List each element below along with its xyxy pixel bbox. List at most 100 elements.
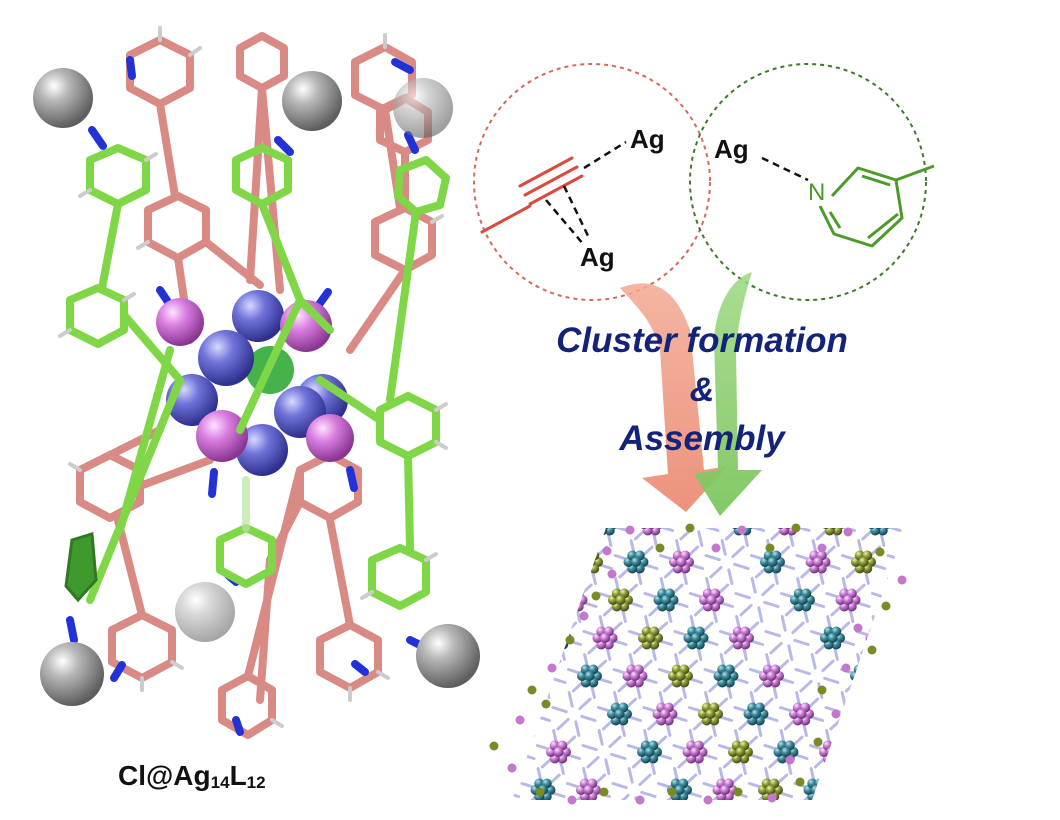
lattice-cluster bbox=[760, 550, 785, 574]
lattice-edge-atom bbox=[547, 663, 557, 673]
lattice-ligand-shell bbox=[825, 807, 867, 820]
lattice-cluster bbox=[849, 778, 874, 800]
ag-label-alkyne-top: Ag bbox=[630, 124, 665, 154]
lattice-ligand-shell bbox=[551, 691, 597, 737]
lattice-cluster bbox=[895, 664, 905, 688]
lattice-ligand-shell bbox=[552, 807, 594, 820]
lattice-cluster bbox=[850, 664, 875, 688]
lattice-edge-atom bbox=[875, 547, 885, 557]
lattice-cluster bbox=[638, 626, 663, 650]
pyridine-ag-contact bbox=[761, 156, 809, 182]
formula-prefix: Cl@Ag bbox=[118, 760, 211, 791]
lattice-ligand-shell bbox=[734, 577, 780, 623]
lattice-cluster bbox=[699, 588, 724, 612]
lattice-cluster bbox=[546, 740, 571, 764]
lattice-cluster bbox=[789, 702, 814, 726]
lattice-edge-atom bbox=[489, 741, 499, 751]
lattice-edge-atom bbox=[567, 795, 577, 805]
lattice-ligand-shell bbox=[536, 615, 583, 661]
lattice-cluster bbox=[562, 588, 588, 612]
lattice-edge-atom bbox=[655, 543, 665, 553]
lattice-edge-atom bbox=[599, 787, 609, 797]
lattice-cluster bbox=[729, 626, 754, 650]
lattice-cluster bbox=[682, 740, 708, 764]
lattice-edge-atom bbox=[685, 523, 695, 533]
lattice-edge-atom bbox=[602, 546, 612, 556]
lattice-ligand-shell bbox=[855, 615, 901, 661]
lattice-cluster bbox=[912, 513, 937, 536]
lattice-ligand-shell bbox=[793, 767, 839, 800]
lattice-ligand-shell bbox=[688, 807, 730, 820]
lattice-cluster bbox=[775, 528, 801, 536]
lattice-ligand-shell bbox=[764, 615, 810, 661]
lattice-ligand-shell bbox=[815, 528, 857, 547]
formula-ligand: L bbox=[229, 760, 247, 791]
green-arrow bbox=[694, 272, 762, 516]
lattice-ligand-shell bbox=[885, 653, 905, 693]
ag-label-pyridine: Ag bbox=[714, 134, 749, 164]
lattice-cluster bbox=[622, 664, 648, 688]
lattice-cluster bbox=[713, 664, 739, 688]
lattice-edge-atom bbox=[795, 777, 805, 787]
lattice-cluster bbox=[470, 817, 495, 820]
green-ring-lower-left bbox=[64, 532, 98, 603]
process-arrows bbox=[620, 272, 762, 516]
lattice-cluster bbox=[561, 817, 586, 820]
lattice-ligand-shell bbox=[734, 807, 776, 820]
lattice-ligand-shell bbox=[861, 528, 902, 547]
lattice-cluster bbox=[835, 588, 861, 612]
lattice-edge-atoms bbox=[489, 523, 907, 805]
lattice-cluster bbox=[608, 588, 633, 612]
lattice-edge-atom bbox=[607, 569, 617, 579]
lattice-cluster bbox=[788, 817, 813, 820]
lattice-edge-atom bbox=[813, 737, 823, 747]
lattice-ligand-shell bbox=[597, 807, 639, 820]
lattice-ligand-shell bbox=[869, 691, 905, 737]
lattice-cluster bbox=[805, 550, 831, 574]
lattice-ligand-shell bbox=[552, 577, 598, 623]
process-line-1: Cluster formation bbox=[556, 321, 848, 360]
lattice-ligand-shell bbox=[704, 539, 750, 585]
lattice-ligand-shell bbox=[900, 629, 905, 638]
lattice-cluster bbox=[577, 664, 602, 688]
lattice-ligand-shell bbox=[870, 577, 905, 623]
lattice-cluster bbox=[652, 702, 678, 726]
lattice-edge-atom bbox=[733, 787, 743, 797]
lattice-cluster bbox=[865, 626, 891, 650]
lattice-ligand-shell bbox=[918, 579, 960, 622]
pyridine-motif-circle bbox=[689, 63, 927, 301]
lattice-edge-atom bbox=[527, 685, 537, 695]
salmon-arrow bbox=[620, 283, 728, 512]
lattice-cluster bbox=[653, 588, 679, 612]
lattice-edge-atom bbox=[765, 543, 775, 553]
lattice-edge-atom bbox=[515, 715, 525, 725]
lattice-ligand-shell bbox=[838, 767, 885, 800]
pyridine-nitrogen-label: N bbox=[808, 179, 825, 206]
lattice-cluster bbox=[880, 702, 905, 726]
cluster-lattice bbox=[461, 513, 960, 820]
lattice-edge-atom bbox=[831, 709, 841, 719]
lattice-cluster bbox=[623, 550, 649, 574]
lattice-cluster bbox=[820, 626, 845, 650]
lattice-edge-atom bbox=[667, 787, 677, 797]
lattice-ligand-shell bbox=[808, 729, 855, 775]
lattice-edge-atom bbox=[507, 763, 517, 773]
lattice-edge-atom bbox=[841, 663, 851, 673]
lattice-cluster bbox=[759, 664, 784, 688]
lattice-cluster bbox=[485, 779, 510, 802]
lattice-ligand-shell bbox=[588, 528, 629, 547]
lattice-cluster bbox=[637, 740, 662, 764]
lattice-edge-atom bbox=[579, 611, 589, 621]
lattice-cluster bbox=[790, 588, 815, 612]
lattice-cluster bbox=[512, 740, 526, 764]
terminal-silver-atoms bbox=[33, 68, 480, 706]
lattice-ligand-shell bbox=[461, 807, 503, 820]
lattice-ligand-shell bbox=[839, 653, 886, 699]
lattice-edge-atom bbox=[737, 525, 747, 535]
lattice-edge-atom bbox=[541, 699, 551, 709]
lattice-edge-atom bbox=[703, 795, 713, 805]
lattice-cluster bbox=[515, 817, 540, 820]
lattice-ligand-shell bbox=[633, 528, 675, 547]
lattice-ligand-shell bbox=[886, 539, 905, 579]
lattice-cluster bbox=[927, 589, 952, 612]
